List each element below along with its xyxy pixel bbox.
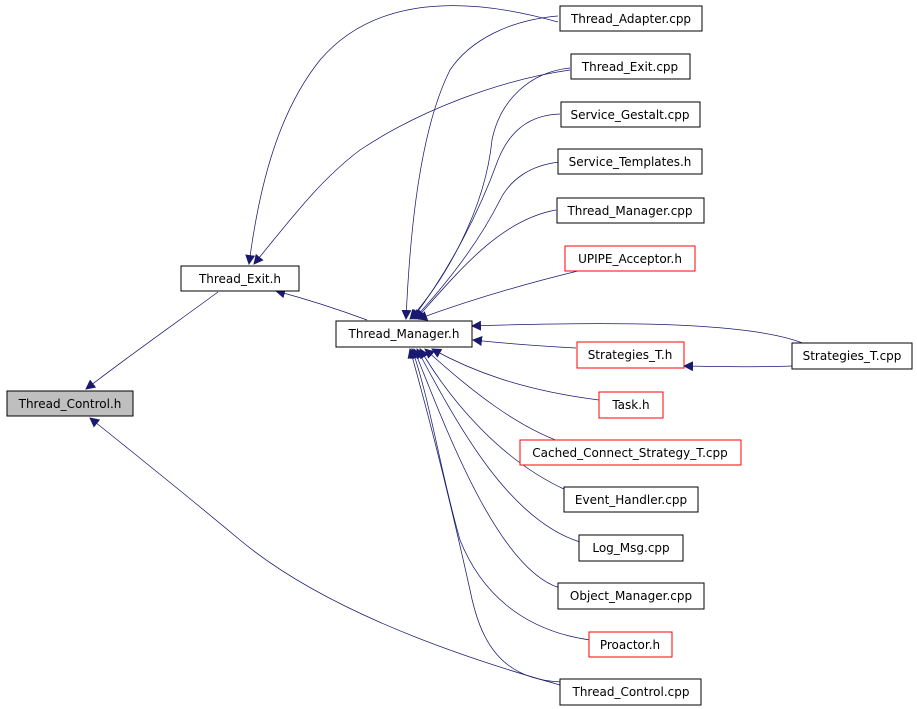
- node-box: [519, 439, 742, 466]
- node-box: [557, 148, 703, 175]
- node-label: Task.h: [611, 398, 649, 412]
- edge-service-gestalt-cpp-to-thread-manager-h: [411, 113, 561, 320]
- node-label: Thread_Exit.h: [198, 272, 281, 286]
- node-thread-control-h[interactable]: Thread_Control.h: [6, 390, 134, 417]
- edge-layer: [85, 5, 806, 686]
- edge-log-msg-cpp-to-thread-manager-h: [416, 348, 581, 543]
- node-thread-control-cpp[interactable]: Thread_Control.cpp: [559, 678, 702, 706]
- node-strategies-t-cpp[interactable]: Strategies_T.cpp: [791, 342, 913, 370]
- edge-upipe-acceptor-h-to-thread-manager-h: [417, 270, 579, 321]
- node-label: Thread_Manager.cpp: [566, 204, 692, 218]
- node-thread-exit-h[interactable]: Thread_Exit.h: [180, 265, 300, 292]
- node-box: [6, 390, 134, 417]
- node-box: [180, 265, 300, 292]
- node-box: [576, 341, 685, 369]
- node-strategies-t-h[interactable]: Strategies_T.h: [576, 341, 685, 369]
- node-label: Thread_Control.h: [18, 397, 122, 411]
- node-thread-adapter-cpp[interactable]: Thread_Adapter.cpp: [559, 5, 703, 32]
- node-box: [791, 342, 913, 370]
- edge-thread-control-cpp-to-thread-manager-h: [407, 348, 563, 683]
- node-box: [588, 631, 673, 658]
- edge-thread-adapter-cpp-to-thread-manager-h: [401, 15, 559, 320]
- node-box: [564, 245, 696, 272]
- node-task-h[interactable]: Task.h: [598, 391, 664, 419]
- node-box: [556, 197, 705, 224]
- node-label: Service_Gestalt.cpp: [570, 108, 689, 122]
- edge-strategies-t-cpp-to-thread-manager-h: [471, 320, 806, 345]
- edge-thread-manager-h-to-thread-exit-h: [275, 288, 368, 321]
- node-label: Proactor.h: [600, 638, 660, 652]
- edge-thread-manager-cpp-to-thread-manager-h: [415, 209, 557, 320]
- node-upipe-acceptor-h[interactable]: UPIPE_Acceptor.h: [564, 245, 696, 272]
- node-label: Thread_Adapter.cpp: [570, 12, 691, 26]
- edge-thread-adapter-cpp-to-thread-exit-h: [245, 5, 559, 265]
- node-label: Service_Templates.h: [569, 155, 692, 169]
- node-label: UPIPE_Acceptor.h: [578, 252, 682, 266]
- node-box: [598, 391, 664, 419]
- node-label: Cached_Connect_Strategy_T.cpp: [532, 446, 728, 460]
- edge-thread-exit-cpp-to-thread-exit-h: [253, 69, 571, 265]
- node-label: Strategies_T.cpp: [803, 349, 902, 363]
- node-service-templates-h[interactable]: Service_Templates.h: [557, 148, 703, 175]
- node-box: [560, 101, 701, 128]
- node-box: [570, 53, 691, 80]
- node-log-msg-cpp[interactable]: Log_Msg.cpp: [578, 534, 684, 562]
- node-box: [559, 5, 703, 32]
- node-proactor-h[interactable]: Proactor.h: [588, 631, 673, 658]
- node-box: [335, 320, 473, 348]
- node-event-handler-cpp[interactable]: Event_Handler.cpp: [563, 486, 699, 513]
- edge-cached-connect-strategy-t-cpp-to-thread-manager-h: [424, 348, 571, 446]
- node-thread-exit-cpp[interactable]: Thread_Exit.cpp: [570, 53, 691, 80]
- node-box: [578, 534, 684, 562]
- node-thread-manager-cpp[interactable]: Thread_Manager.cpp: [556, 197, 705, 224]
- edge-task-h-to-thread-manager-h: [431, 348, 600, 401]
- edge-service-templates-h-to-thread-manager-h: [413, 161, 561, 320]
- node-label: Thread_Manager.h: [348, 327, 460, 341]
- edge-thread-exit-cpp-to-thread-manager-h: [409, 67, 571, 320]
- node-label: Thread_Exit.cpp: [581, 60, 678, 74]
- node-cached-connect-strategy-t-cpp[interactable]: Cached_Connect_Strategy_T.cpp: [519, 439, 742, 466]
- edge-proactor-h-to-thread-manager-h: [410, 348, 591, 641]
- node-label: Log_Msg.cpp: [592, 541, 669, 555]
- edge-strategies-t-h-to-thread-manager-h: [472, 335, 577, 349]
- edge-thread-control-cpp-to-thread-control-h: [89, 417, 561, 686]
- node-thread-manager-h[interactable]: Thread_Manager.h: [335, 320, 473, 348]
- node-box: [559, 678, 702, 706]
- edge-thread-exit-h-to-thread-control-h: [85, 291, 219, 390]
- node-box: [563, 486, 699, 513]
- edge-strategies-t-cpp-to-strategies-t-h: [683, 361, 793, 372]
- node-service-gestalt-cpp[interactable]: Service_Gestalt.cpp: [560, 101, 701, 128]
- node-object-manager-cpp[interactable]: Object_Manager.cpp: [557, 582, 705, 610]
- edge-event-handler-cpp-to-thread-manager-h: [419, 348, 567, 491]
- edge-object-manager-cpp-to-thread-manager-h: [412, 348, 561, 589]
- node-label: Event_Handler.cpp: [575, 493, 687, 507]
- node-box: [557, 582, 705, 610]
- node-label: Object_Manager.cpp: [570, 589, 692, 603]
- node-layer: Thread_Control.h Thread_Exit.h Thread_Ma…: [6, 5, 913, 706]
- node-label: Strategies_T.h: [588, 348, 673, 362]
- node-label: Thread_Control.cpp: [572, 685, 690, 699]
